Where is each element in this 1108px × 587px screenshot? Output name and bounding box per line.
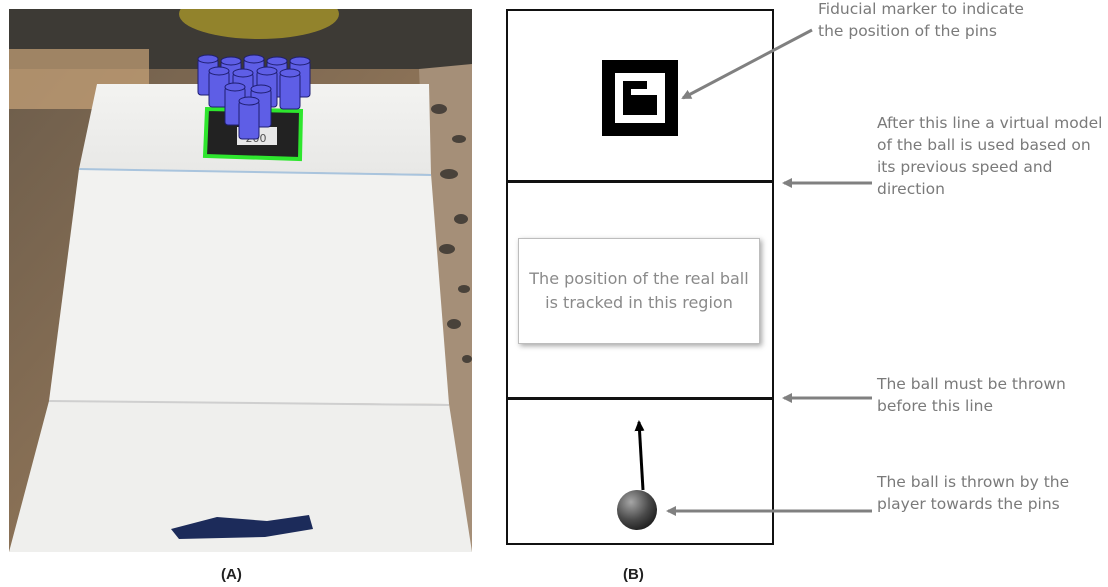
caption-a: (A) — [221, 566, 242, 583]
throw-line — [508, 397, 772, 400]
lane-schematic: The position of the real ball is tracked… — [506, 9, 774, 545]
photo-panel: 200 — [9, 9, 472, 552]
throw-line-annotation: The ball must be thrown before this line — [877, 375, 1066, 415]
virtual-line-annotation: After this line a virtual model of the b… — [877, 114, 1103, 198]
virtual-pins — [197, 54, 311, 140]
marker-annotation: Fiducial marker to indicate the position… — [818, 0, 1024, 40]
fiducial-marker-icon — [602, 60, 678, 136]
caption-b: (B) — [623, 566, 644, 583]
ball-annotation: The ball is thrown by the player towards… — [877, 473, 1070, 513]
tracked-region-label: The position of the real ball is tracked… — [518, 238, 760, 344]
virtual-model-line — [508, 180, 772, 183]
bowling-scene-image: 200 — [9, 9, 472, 552]
